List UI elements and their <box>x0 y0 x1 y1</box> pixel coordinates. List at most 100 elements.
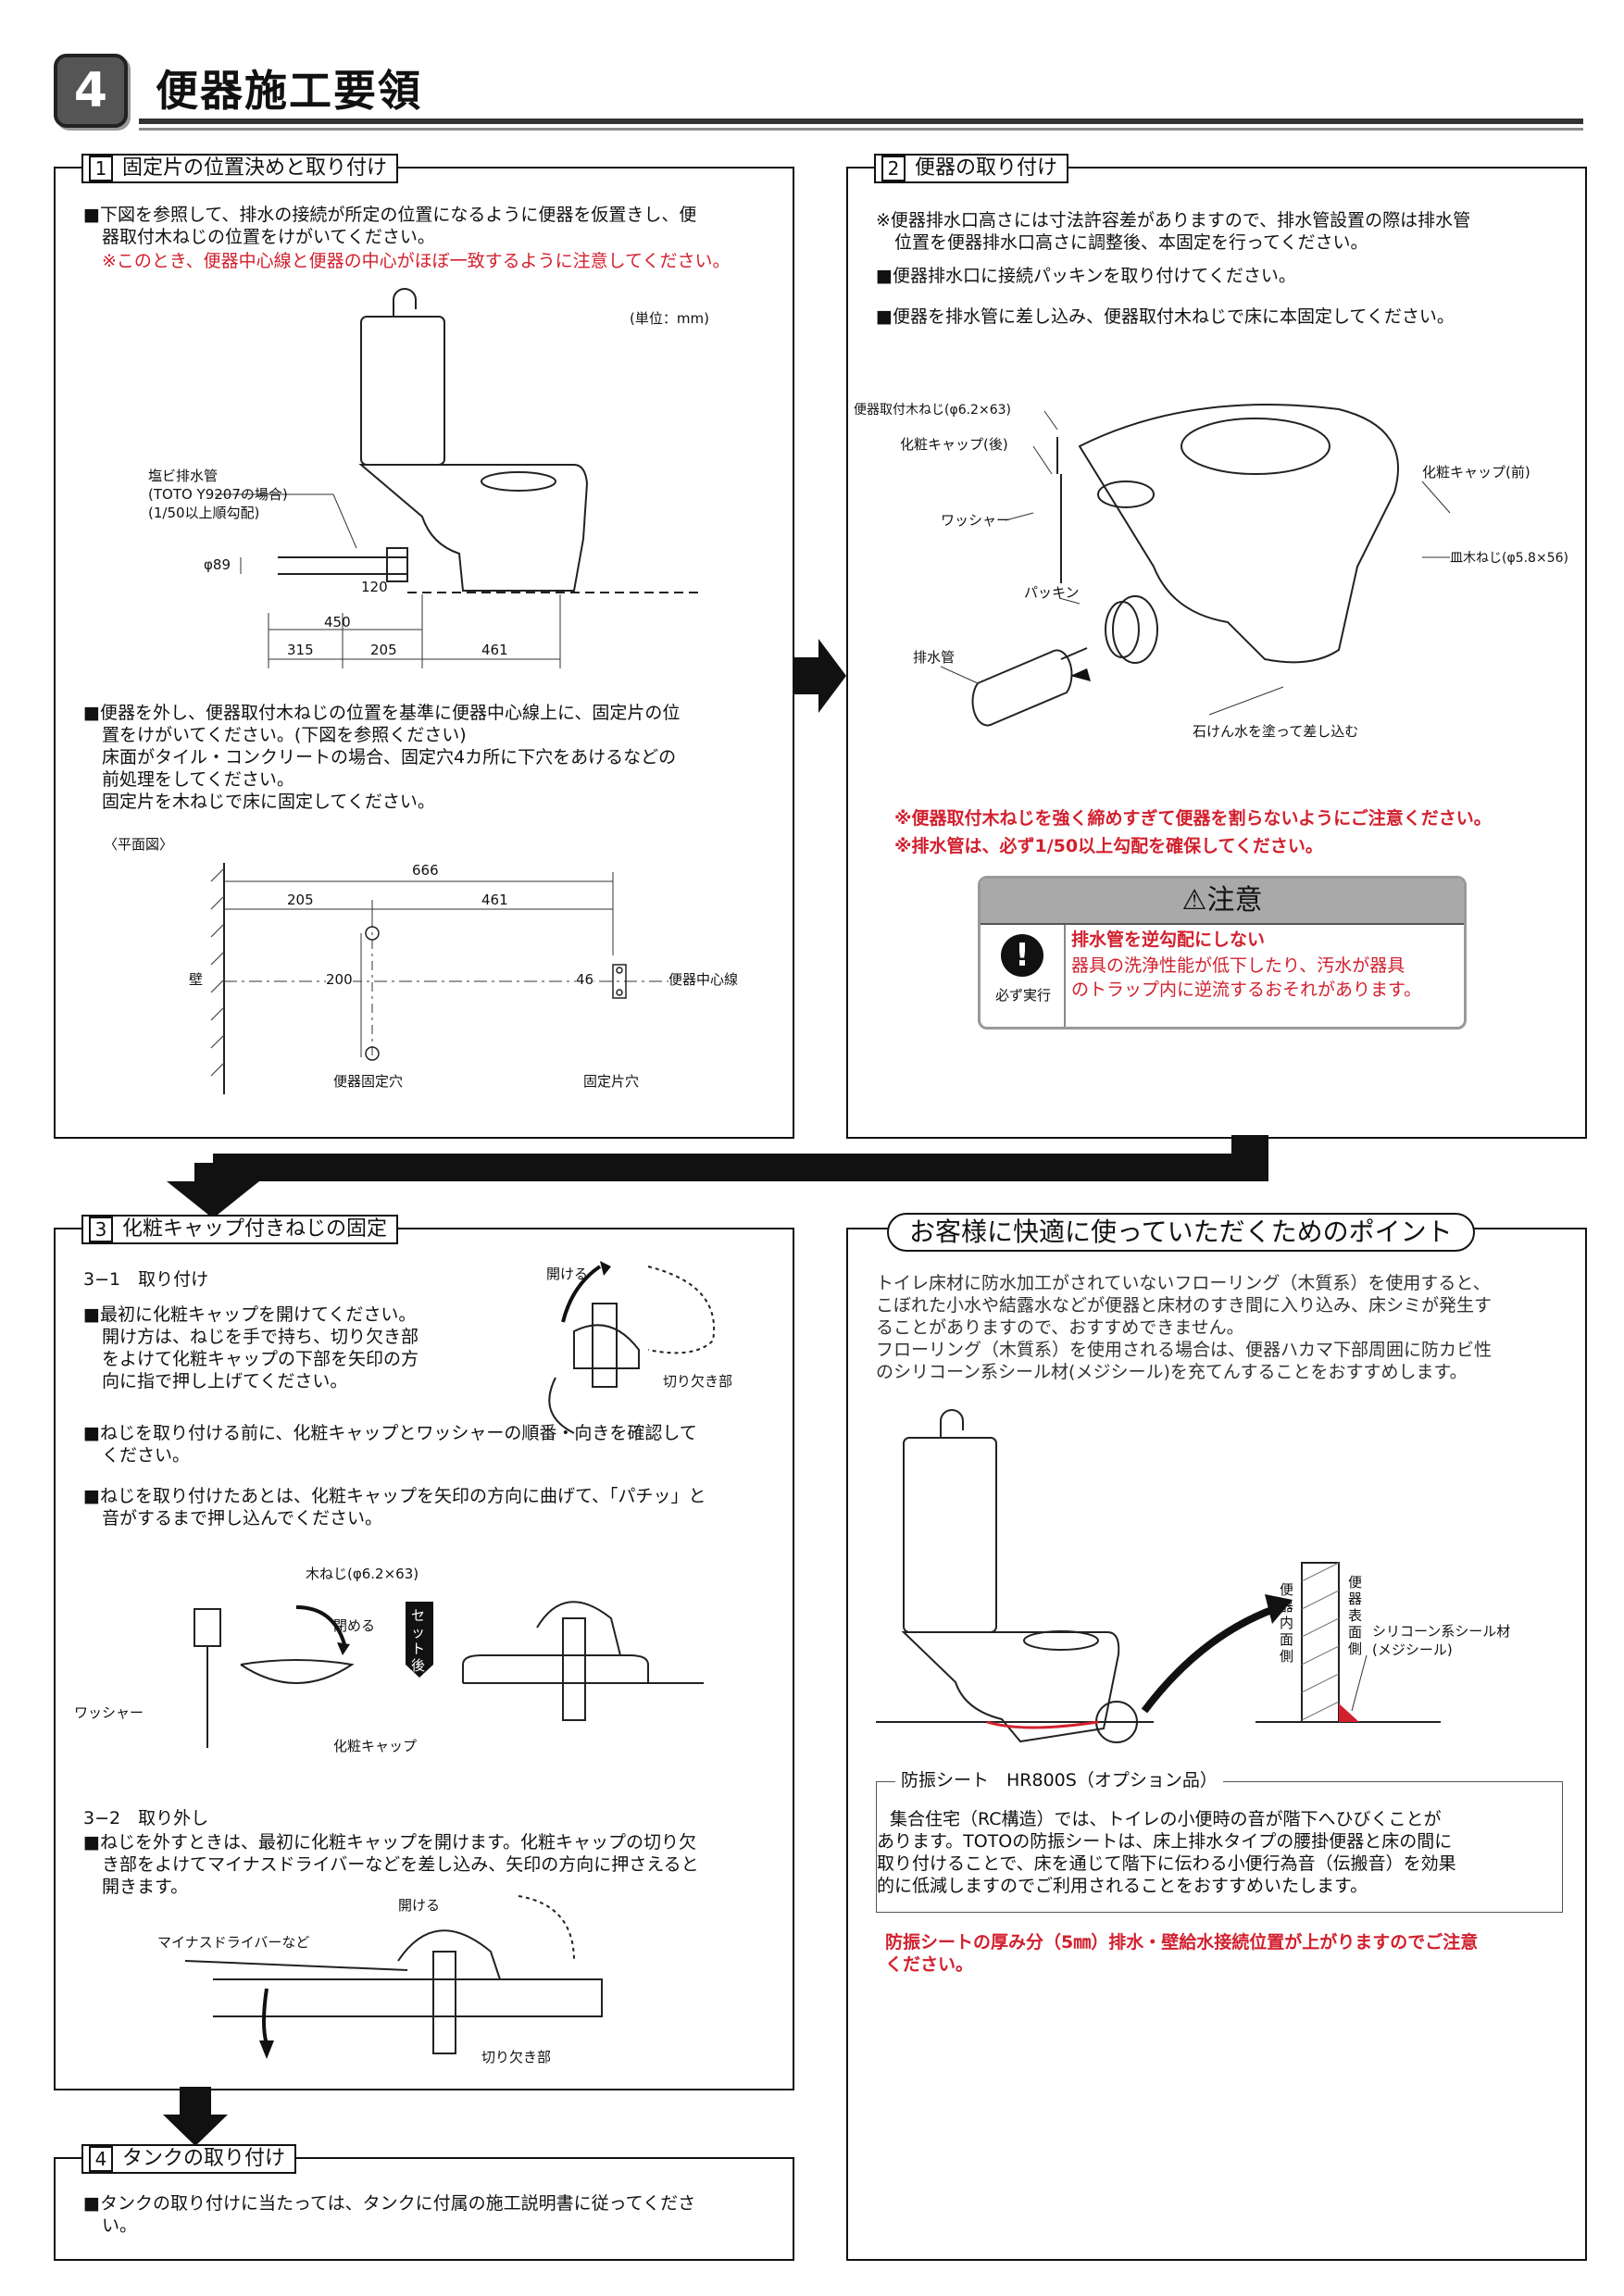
flow-arrow-down <box>167 1135 1268 1218</box>
section-number-badge: 4 <box>54 54 128 128</box>
dimension: 205 <box>287 892 314 908</box>
paragraph: ください。 <box>102 1445 191 1466</box>
panel-title-text: 化粧キャップ付きねじの固定 <box>122 1217 388 1241</box>
step-number: 4 <box>89 2146 113 2172</box>
callout-screw: 便器取付木ねじ(φ6.2×63) <box>854 403 1011 418</box>
paragraph: 向に指で押し上げてください。 <box>102 1371 348 1391</box>
sealant-diagram <box>876 1409 1441 1743</box>
paragraph: 開きます。 <box>102 1877 189 1897</box>
label-sealant: (メジシール) <box>1372 1641 1453 1658</box>
tips-text: トイレ床材に防水加工がされていないフローリング（木質系）を使用すると、 <box>876 1273 1491 1293</box>
must-cell: ! 必ず実行 <box>981 925 1066 1027</box>
pipe-label: (TOTO Y9207の場合) <box>148 486 288 503</box>
sheet-text: 的に低減しますのでご利用されることをおすすめいたします。 <box>877 1876 1368 1896</box>
panel-title: 2 便器の取り付け <box>874 154 1069 183</box>
callout-packing: パッキン <box>1024 584 1080 601</box>
panel-comfort-tips: お客様に快適に使っていただくためのポイント トイレ床材に防水加工がされていないフ… <box>846 1213 1587 2261</box>
paragraph: をよけて化粧キャップの下部を矢印の方 <box>102 1349 419 1369</box>
caution-text: 器具の洗浄性能が低下したり、汚水が器具 <box>1071 955 1405 976</box>
paragraph: ■下図を参照して、排水の接続が所定の位置になるように便器を仮置きし、便 <box>83 205 697 225</box>
dimension: 200 <box>326 970 353 989</box>
paragraph: ■便器排水口に接続パッキンを取り付けてください。 <box>876 266 1296 286</box>
sheet-text: 集合住宅（RC構造）では、トイレの小便時の音が階下へひびくことが <box>890 1809 1442 1829</box>
panel-title-text: 便器の取り付け <box>915 156 1058 180</box>
caution-title: 排水管を逆勾配にしない <box>1071 930 1266 950</box>
dimension: 461 <box>481 892 508 908</box>
paragraph: ■便器を外し、便器取付木ねじの位置を基準に便器中心線上に、固定片の位 <box>83 703 681 723</box>
caution-box: ⚠注意 ! 必ず実行 排水管を逆勾配にしない 器具の洗浄性能が低下したり、汚水が… <box>978 876 1467 1029</box>
tips-text: こぼれた小水や結露水などが便器と床材のすき間に入り込み、床シミが発生す <box>876 1295 1493 1316</box>
cap-remove-diagram <box>184 1895 603 2059</box>
vibration-sheet-box: 防振シート HR800S（オプション品） 集合住宅（RC構造）では、トイレの小便… <box>876 1769 1563 1913</box>
paragraph: ■ねじを外すときは、最初に化粧キャップを開けます。化粧キャップの切り欠 <box>83 1832 697 1853</box>
paragraph: 開け方は、ねじを手で持ち、切り欠き部 <box>102 1327 419 1347</box>
title-rule-thin <box>139 128 1583 131</box>
callout-cap-front: 化粧キャップ(前) <box>1422 464 1530 480</box>
tips-text: フローリング（木質系）を使用される場合は、便器ハカマ下部周囲に防カビ性 <box>876 1340 1493 1360</box>
paragraph: ■最初に化粧キャップを開けてください。 <box>83 1304 417 1325</box>
panel-title-text: タンクの取り付け <box>122 2147 286 2170</box>
label-wood-screw: 木ねじ(φ6.2×63) <box>306 1566 419 1582</box>
label-cap: 化粧キャップ <box>333 1738 418 1754</box>
cap-open-diagram <box>548 1261 716 1434</box>
sheet-text: 取り付けることで、床を通じて階下に伝わる小便行為音（伝搬音）を効果 <box>877 1853 1456 1874</box>
paragraph: ■便器を排水管に差し込み、便器取付木ねじで床に本固定してください。 <box>876 306 1455 327</box>
paragraph: ■ねじを取り付けたあとは、化粧キャップを矢印の方向に曲げて、「パチッ」と <box>83 1486 706 1506</box>
caution-header: ⚠注意 <box>981 879 1464 925</box>
label-sealant: シリコーン系シール材 <box>1372 1623 1511 1640</box>
tips-title: お客様に快適に使っていただくためのポイント <box>887 1213 1475 1252</box>
label-close: 閉める <box>333 1617 376 1634</box>
paragraph: 位置を便器排水口高さに調整後、本固定を行ってください。 <box>894 232 1368 253</box>
unit-label: (単位：mm) <box>630 310 709 327</box>
paragraph: ■タンクの取り付けに当たっては、タンクに付属の施工説明書に従ってくださ <box>83 2193 696 2214</box>
page-title: 便器施工要領 <box>156 66 422 116</box>
paragraph: 置をけがいてください。(下図を参照ください) <box>102 725 467 745</box>
hole-label: 便器固定穴 <box>333 1073 404 1090</box>
pipe-label: 塩ビ排水管 <box>148 468 219 484</box>
paragraph: ■ねじを取り付ける前に、化粧キャップとワッシャーの順番・向きを確認して <box>83 1423 697 1443</box>
tips-text: ることがありますので、おすすめできません。 <box>876 1317 1244 1338</box>
panel-title: 3 化粧キャップ付きねじの固定 <box>81 1215 399 1244</box>
callout-washer: ワッシャー <box>941 512 1011 529</box>
paragraph: い。 <box>102 2215 138 2236</box>
callout-pipe: 排水管 <box>913 649 956 666</box>
warning-red: 防振シートの厚み分（5㎜）排水・壁給水接続位置が上がりますのでご注意 <box>885 1932 1479 1953</box>
paragraph: ※便器排水口高さには寸法許容差がありますので、排水管設置の際は排水管 <box>876 210 1471 231</box>
note-red: ※このとき、便器中心線と便器の中心がほぼ一致するように注意してください。 <box>102 251 731 271</box>
panel-title: 4 タンクの取り付け <box>81 2144 297 2174</box>
toilet-side-diagram <box>215 288 704 668</box>
pipe-label: (1/50以上順勾配) <box>148 505 260 521</box>
warning-red: ※便器取付木ねじを強く締めすぎて便器を割らないようにご注意ください。 <box>894 808 1492 829</box>
warning-red: ください。 <box>885 1954 974 1975</box>
label-washer: ワッシャー <box>74 1704 144 1721</box>
subheading: 3−1 取り付け <box>83 1269 209 1290</box>
panel-tank-install: 4 タンクの取り付け ■タンクの取り付けに当たっては、タンクに付属の施工説明書に… <box>54 2144 794 2261</box>
plan-heading: 〈平面図〉 <box>104 836 174 853</box>
paragraph: 床面がタイル・コンクリートの場合、固定穴4カ所に下穴をあけるなどの <box>102 747 677 767</box>
plan-view-diagram <box>210 863 722 1094</box>
label-open: 開ける <box>546 1266 589 1282</box>
label-driver: マイナスドライバーなど <box>157 1934 310 1951</box>
dimension-phi: φ89 <box>204 556 231 573</box>
paragraph: 固定片を木ねじで床に固定してください。 <box>102 792 435 812</box>
dimension: 666 <box>412 862 439 879</box>
hole-label: 固定片穴 <box>583 1073 640 1090</box>
sheet-text: あります。TOTOの防振シートは、床上排水タイプの腰掛便器と床の間に <box>877 1831 1453 1852</box>
step-number: 1 <box>89 156 113 181</box>
label-notch: 切り欠き部 <box>481 2049 552 2065</box>
must-label: 必ず実行 <box>994 987 1051 1004</box>
exclamation-icon: ! <box>1001 934 1043 977</box>
dimension: 461 <box>481 642 508 658</box>
flow-arrow-down-small <box>163 2087 228 2146</box>
caution-text: のトラップ内に逆流するおそれがあります。 <box>1071 980 1422 1000</box>
toilet-install-diagram <box>940 404 1451 727</box>
tips-text: のシリコーン系シール材(メジシール)を充てんすることをおすすめします。 <box>876 1362 1468 1382</box>
paragraph: 器取付木ねじの位置をけがいてください。 <box>102 227 435 247</box>
dimension: 450 <box>324 614 351 630</box>
flow-arrow-right <box>793 639 846 713</box>
title-rule <box>139 119 1583 124</box>
label-notch: 切り欠き部 <box>663 1373 733 1390</box>
label-inner: 便器内面側 <box>1280 1581 1294 1665</box>
panel-title-text: 固定片の位置決めと取り付け <box>122 156 388 180</box>
paragraph: 音がするまで押し込んでください。 <box>102 1508 383 1529</box>
